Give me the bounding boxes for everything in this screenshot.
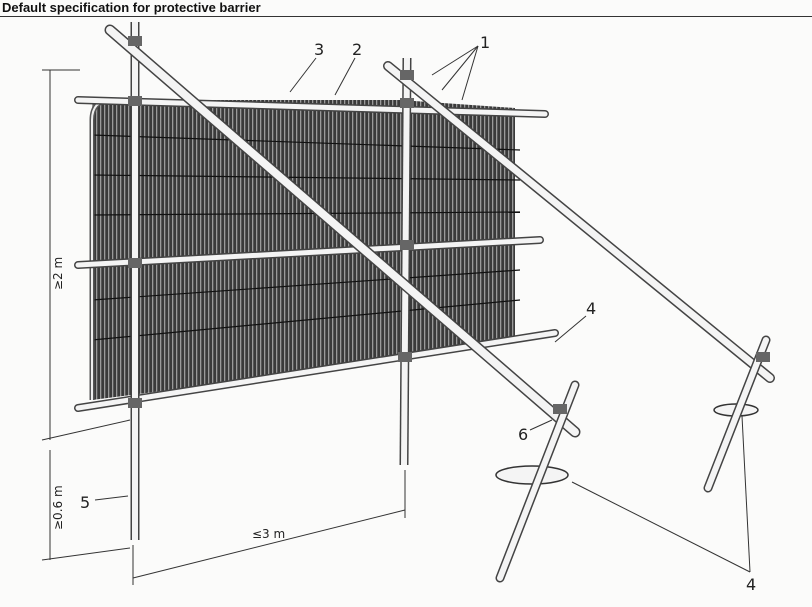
- title-rule: [0, 16, 812, 17]
- label-4-top: 4: [586, 299, 596, 318]
- posts: [130, 22, 412, 540]
- mesh-wires: [91, 134, 521, 341]
- foot-stakes: [495, 335, 771, 583]
- label-2: 2: [352, 40, 362, 59]
- label-4-bottom: 4: [746, 575, 756, 594]
- dimension-lines: [41, 45, 751, 585]
- couplers: [128, 36, 770, 414]
- post-spacing-dimension: ≤3 m: [252, 527, 285, 541]
- height-dimension: ≥2 m: [51, 257, 65, 290]
- label-3: 3: [314, 40, 324, 59]
- braces: [104, 24, 775, 438]
- label-5: 5: [80, 493, 90, 512]
- label-6: 6: [518, 425, 528, 444]
- figure-title: Default specification for protective bar…: [2, 0, 261, 15]
- label-1: 1: [480, 33, 490, 52]
- embed-depth-dimension: ≥0.6 m: [51, 485, 65, 530]
